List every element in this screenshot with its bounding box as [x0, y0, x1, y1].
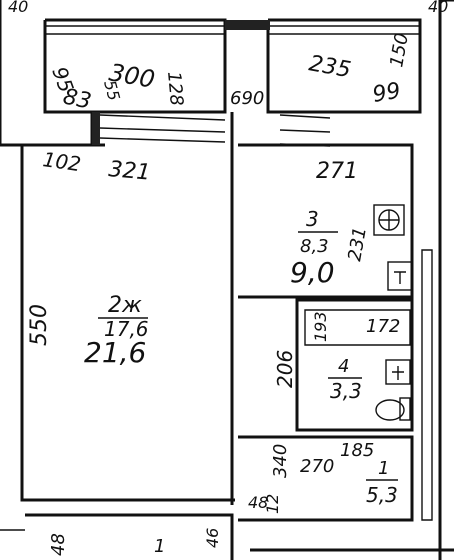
- bath-number: 4: [338, 356, 349, 377]
- hall-length: 340: [270, 444, 291, 478]
- bottom-left-dim-2: 1: [154, 536, 165, 557]
- toilet-icon: [375, 397, 411, 421]
- stove-icon: [373, 204, 405, 236]
- hall-area: 5,3: [366, 483, 398, 507]
- sink-icon: [387, 261, 413, 291]
- washbasin-icon: [385, 359, 411, 385]
- hall-number: 1: [378, 458, 389, 479]
- hall-width: 270: [300, 456, 334, 477]
- bottom-left-dim-3: 46: [203, 528, 222, 548]
- kitchen-length: 231: [344, 225, 371, 262]
- hall-width-2: 185: [340, 440, 374, 461]
- balcony-left-dim-4: 83: [61, 84, 94, 114]
- bath-dim-top: 172: [366, 316, 400, 337]
- hall-dim-1: 48: [248, 493, 268, 512]
- hall-dim-2: 12: [263, 494, 282, 514]
- kitchen-width: 271: [316, 159, 358, 184]
- bottom-left-dim-1: 48: [48, 533, 69, 556]
- bath-length: 206: [273, 350, 297, 388]
- balcony-right-dim-3: 150: [386, 31, 413, 68]
- main-room-width: 321: [107, 157, 151, 186]
- kitchen-number: 3: [306, 207, 319, 231]
- main-room-corner-dim: 102: [41, 147, 82, 176]
- balcony-right-dim-2: 99: [371, 78, 403, 107]
- corner-label-top-left: 40: [8, 0, 28, 16]
- door-openings: [92, 20, 331, 147]
- balcony-left-dim-5: 55: [100, 78, 124, 103]
- kitchen-area-living: 8,3: [300, 236, 329, 257]
- main-room-length: 550: [27, 304, 52, 346]
- main-room-area-total: 21,6: [84, 336, 146, 369]
- balcony-left-dim-3: 128: [163, 71, 187, 107]
- kitchen-area-total: 9,0: [290, 256, 335, 289]
- balcony-right-dim-1: 235: [307, 51, 353, 83]
- bath-dim-left: 193: [311, 311, 330, 342]
- vestibule-dim: 690: [230, 88, 264, 109]
- main-room-area-living: 17,6: [104, 317, 149, 341]
- main-room-number: 2ж: [108, 293, 142, 318]
- corner-label-top-right: 40: [428, 0, 448, 16]
- bath-area: 3,3: [330, 379, 362, 403]
